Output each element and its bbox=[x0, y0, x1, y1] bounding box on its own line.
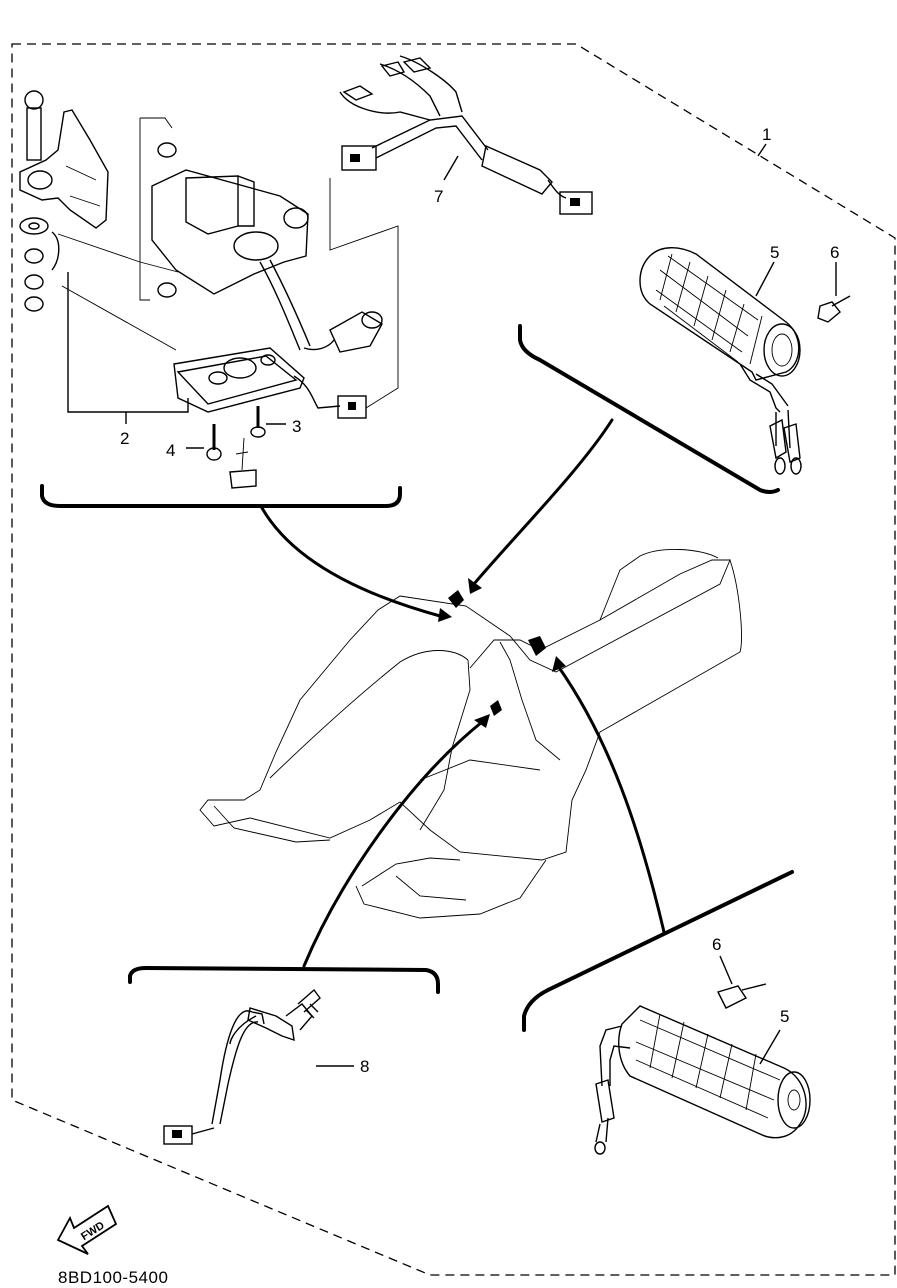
kit-boundary-dashed bbox=[11, 43, 896, 1276]
switch-group bbox=[128, 965, 440, 1145]
ref-bracket-2 bbox=[67, 272, 189, 413]
ref-label-8: 8 bbox=[360, 1057, 369, 1076]
washer-nut-stack bbox=[19, 217, 60, 312]
ref-label-2: 2 bbox=[120, 429, 129, 448]
grip-heater-top-group bbox=[518, 247, 851, 494]
switch-connector bbox=[163, 1125, 193, 1145]
relay-connector-plug bbox=[329, 311, 383, 353]
grip-heater-top bbox=[639, 247, 800, 381]
drawing-code: 8BD100-5400 bbox=[58, 1268, 169, 1287]
ref-label-6-bottom: 6 bbox=[712, 935, 721, 954]
group-callout-bracket-bottom-left bbox=[128, 965, 440, 994]
snowmobile-outline bbox=[199, 549, 742, 919]
grip-heater-bottom-group bbox=[522, 870, 811, 1155]
screw-3 bbox=[250, 406, 266, 438]
group-callout-bracket-bottom-right bbox=[522, 870, 794, 1032]
ref-label-7: 7 bbox=[434, 187, 443, 206]
wire-harness-group bbox=[339, 55, 593, 215]
relay-housing bbox=[151, 169, 309, 295]
ref-label-5-bottom: 5 bbox=[780, 1007, 789, 1026]
group-callout-bracket-top-left bbox=[40, 484, 402, 508]
ref-label-3: 3 bbox=[292, 417, 301, 436]
ref-label-4: 4 bbox=[166, 441, 175, 460]
control-unit bbox=[173, 347, 305, 413]
bracket-bolt bbox=[24, 90, 44, 161]
rivet-top bbox=[817, 295, 851, 323]
group-callout-bracket-top-right bbox=[518, 324, 780, 494]
fwd-arrow-icon: FWD bbox=[56, 1204, 118, 1255]
rivet-bottom bbox=[717, 983, 767, 1009]
control-box-group bbox=[19, 90, 402, 508]
mounting-bracket bbox=[19, 109, 109, 229]
handlebar-switch bbox=[229, 988, 321, 1045]
grip-heater-bottom bbox=[618, 1005, 807, 1139]
ref-label-6-top: 6 bbox=[830, 243, 839, 262]
harness-terminal bbox=[342, 57, 432, 101]
screw-4 bbox=[206, 424, 222, 461]
grommet bbox=[229, 437, 257, 489]
leader-lines bbox=[260, 418, 666, 968]
control-unit-connector bbox=[337, 395, 367, 419]
ref-label-1: 1 bbox=[762, 125, 771, 144]
ref-label-5-top: 5 bbox=[770, 243, 779, 262]
